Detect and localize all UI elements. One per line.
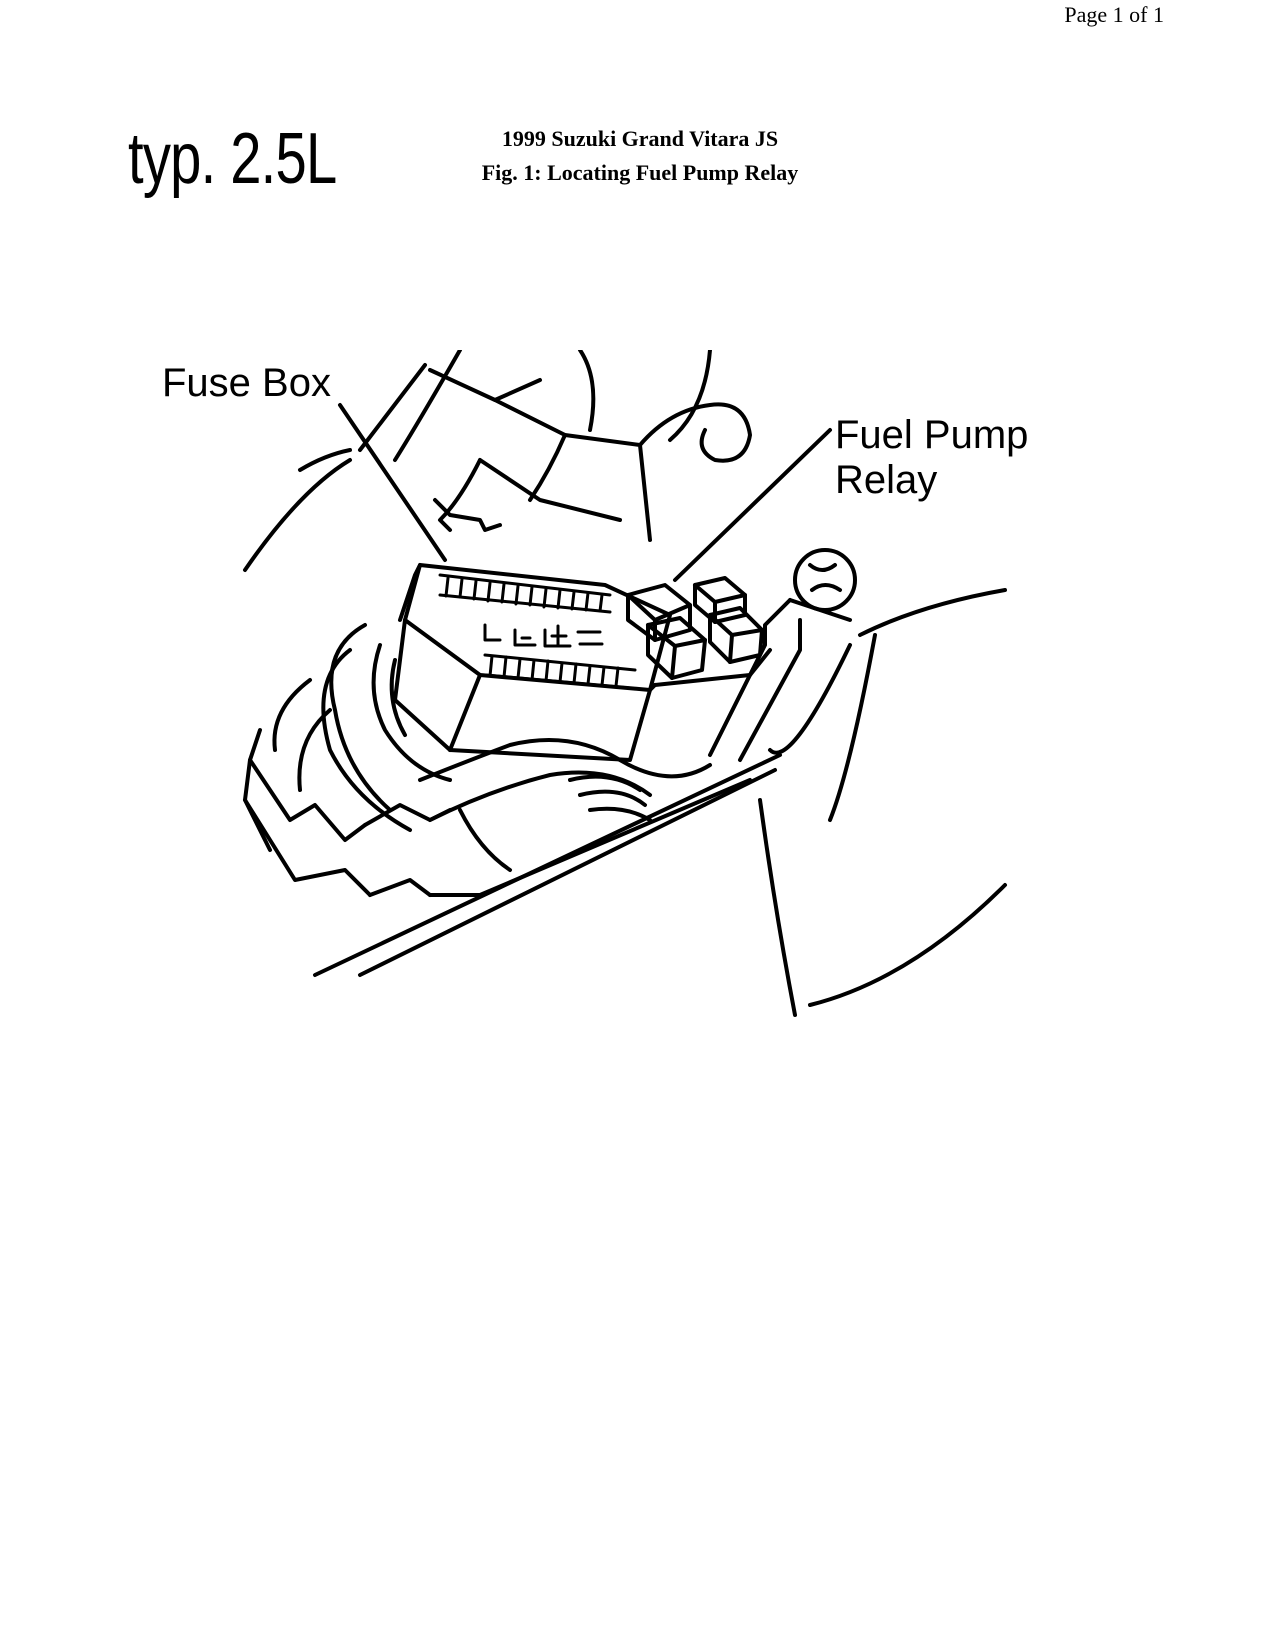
title-block: 1999 Suzuki Grand Vitara JS Fig. 1: Loca…	[420, 122, 860, 190]
fuse-row-middle	[483, 623, 604, 648]
fuel-pump-relay-label-line1: Fuel Pump	[835, 413, 1028, 457]
fuse-row-bottom	[483, 653, 637, 690]
engine-note: typ. 2.5L	[128, 119, 337, 199]
fuse-row-top	[438, 573, 612, 614]
fuse-box-label: Fuse Box	[162, 361, 331, 405]
fuel-pump-relay-leader-line	[673, 428, 832, 582]
line-drawing: Fuse Box Fuel Pump Relay	[162, 350, 1028, 1017]
figure-caption: Fig. 1: Locating Fuel Pump Relay	[481, 160, 799, 185]
mounting-bolt	[793, 548, 857, 612]
vehicle-title: 1999 Suzuki Grand Vitara JS	[501, 126, 779, 151]
fuel-pump-relay-label-line2: Relay	[835, 458, 937, 502]
fuse-box-illustration: Fuse Box Fuel Pump Relay	[150, 350, 1100, 1070]
fuse-box-leader-line	[338, 403, 447, 562]
fuse-box-outline	[403, 563, 672, 692]
page-number: Page 1 of 1	[1064, 2, 1164, 27]
